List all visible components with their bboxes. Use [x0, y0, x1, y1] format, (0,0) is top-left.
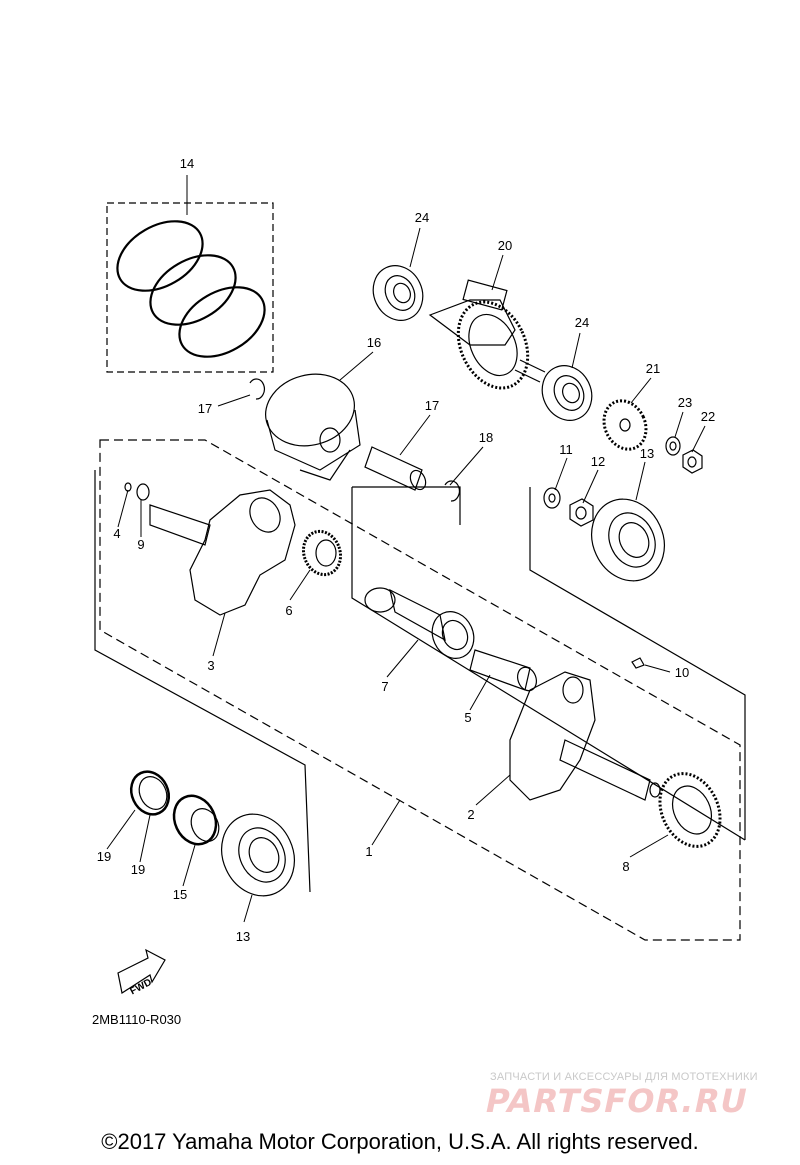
piston-ring-set — [116, 220, 266, 358]
bearing-13-left — [221, 813, 295, 897]
callout-11: 11 — [559, 442, 573, 457]
callout-19-left: 19 — [97, 849, 111, 864]
crankshaft-assembly-box — [99, 439, 741, 941]
callout-3: 3 — [207, 658, 214, 673]
crank-pin-5 — [469, 649, 538, 692]
callout-24-top: 24 — [415, 210, 429, 225]
collar-18 — [172, 794, 220, 846]
callout-22: 22 — [701, 409, 715, 424]
callout-21: 21 — [646, 361, 660, 376]
callout-1: 1 — [365, 844, 372, 859]
callout-17-right: 18 — [479, 430, 493, 445]
bearing-group-bracket — [94, 470, 311, 893]
crank-web-3 — [124, 482, 296, 616]
callout-24-right: 24 — [575, 315, 589, 330]
callout-labels: 14 24 20 24 21 16 23 22 17 17 18 11 12 1… — [97, 156, 715, 944]
callout-7: 7 — [381, 679, 388, 694]
fwd-arrow-icon — [117, 948, 166, 994]
callout-6: 6 — [285, 603, 292, 618]
callout-5: 5 — [464, 710, 471, 725]
callout-19-right: 19 — [131, 862, 145, 877]
balancer-shaft-20 — [428, 279, 546, 390]
callout-18: 15 — [173, 887, 187, 902]
washer-11 — [543, 487, 561, 509]
nut-12 — [569, 498, 594, 527]
callout-13-left: 13 — [236, 929, 250, 944]
gear-bracket — [351, 487, 746, 841]
callout-16: 17 — [425, 398, 439, 413]
piston-14 — [264, 373, 361, 481]
callout-14: 16 — [367, 335, 381, 350]
piston-pin-16 — [364, 446, 427, 491]
copyright-notice: ©2017 Yamaha Motor Corporation, U.S.A. A… — [101, 1129, 699, 1154]
washer-23 — [665, 436, 681, 456]
nut-22 — [682, 449, 703, 474]
callout-12: 12 — [591, 454, 605, 469]
bearing-24-left — [372, 265, 424, 321]
callout-17-left: 17 — [198, 401, 212, 416]
bearing-24-right — [541, 365, 593, 421]
callout-13-right: 13 — [640, 446, 654, 461]
callout-9: 9 — [137, 537, 144, 552]
circlip-17-left — [249, 378, 265, 400]
bracket-16-17 — [352, 486, 461, 525]
gear-8 — [658, 772, 722, 848]
callout-2: 2 — [467, 807, 474, 822]
callout-23: 23 — [678, 395, 692, 410]
callout-20: 20 — [498, 238, 512, 253]
bracket-11-13 — [529, 487, 746, 840]
circlip-17-right — [444, 480, 460, 502]
bearing-13-right — [591, 498, 665, 582]
callout-10: 10 — [675, 665, 689, 680]
watermark-subtitle: ЗАПЧАСТИ И АКСЕССУАРЫ ДЛЯ МОТОТЕХНИКИ — [490, 1071, 758, 1083]
needle-bearing-6 — [301, 529, 343, 577]
connecting-rod-7 — [364, 587, 475, 659]
callout-4: 4 — [113, 526, 120, 541]
crank-web-2 — [509, 671, 661, 801]
callout-15: 14 — [180, 156, 194, 171]
oil-seal-19 — [129, 770, 171, 816]
watermark-brand: PARTSFOR.RU — [481, 1082, 752, 1120]
leader-lines — [106, 175, 706, 923]
ring-set-box — [106, 202, 274, 373]
callout-8: 8 — [622, 859, 629, 874]
key-10 — [631, 657, 645, 669]
drawing-code: 2MB1110-R030 — [92, 1012, 182, 1027]
gear-21 — [602, 399, 648, 451]
